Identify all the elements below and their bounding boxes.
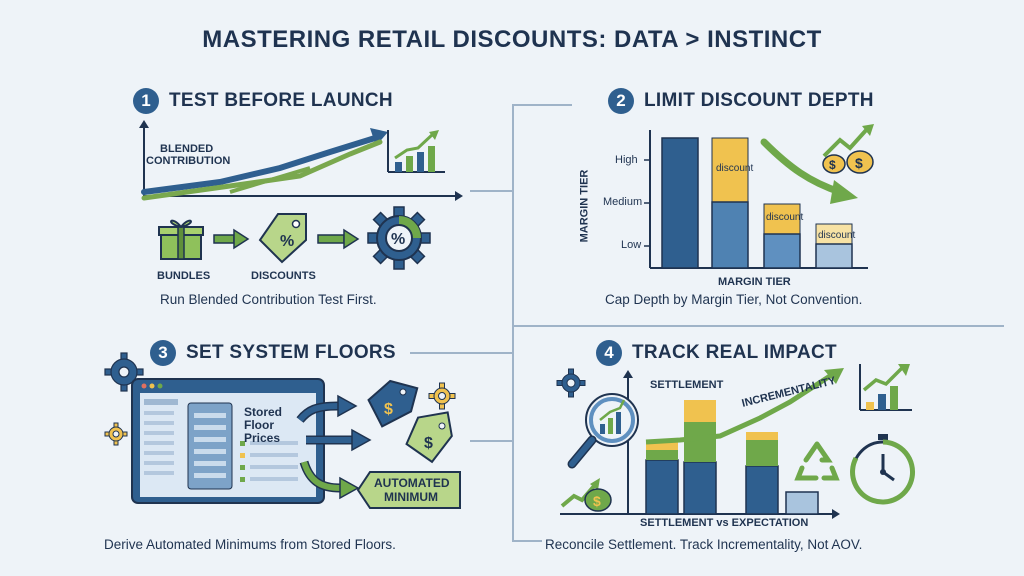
- panel-label-stored: Stored: [244, 405, 283, 419]
- section-2-header: 2 LIMIT DISCOUNT DEPTH: [608, 88, 874, 114]
- y-tick-high: High: [615, 154, 638, 166]
- price-tag-icon: $: [367, 379, 419, 428]
- panel-label-floor: Floor: [244, 418, 274, 432]
- bar-segment-label-3: discount: [818, 230, 856, 241]
- section-1-chart-label-1: BLENDED: [160, 143, 214, 155]
- section-2-number: 2: [608, 88, 634, 114]
- connector-left-top: [470, 190, 512, 192]
- magnifier-icon: [567, 393, 639, 469]
- badge-label-automated: AUTOMATED: [374, 476, 450, 490]
- bar-lowest-base: [815, 243, 853, 269]
- y-tick-low: Low: [621, 239, 642, 251]
- horizontal-divider-bottom: [512, 540, 542, 542]
- section-3-header: 3 SET SYSTEM FLOORS: [150, 340, 396, 366]
- section-4-title: TRACK REAL IMPACT: [632, 342, 837, 363]
- recycle-icon: [794, 441, 840, 481]
- section-4-x-axis-label: SETTLEMENT vs EXPECTATION: [640, 517, 809, 529]
- section-2-y-axis-label: MARGIN TIER: [578, 169, 591, 243]
- horizontal-divider-top: [512, 104, 572, 106]
- gear-icon: [556, 368, 586, 398]
- bar-medium-discount: [711, 137, 749, 203]
- money-bag-icon: $: [560, 478, 612, 512]
- bar-medium-base: [711, 201, 749, 269]
- section-1-title: TEST BEFORE LAUNCH: [169, 90, 393, 111]
- section-2-title: LIMIT DISCOUNT DEPTH: [644, 90, 874, 111]
- bar-high-full: [661, 137, 699, 269]
- section-2-caption: Cap Depth by Margin Tier, Not Convention…: [605, 292, 863, 307]
- flow-label-discounts: DISCOUNTS: [251, 270, 316, 282]
- panel-label-prices: Prices: [244, 431, 281, 445]
- section-3-title: SET SYSTEM FLOORS: [186, 342, 396, 363]
- gear-icon: [428, 382, 456, 410]
- section-1-caption: Run Blended Contribution Test First.: [160, 292, 377, 307]
- section-4-number: 4: [596, 340, 622, 366]
- flow-label-bundles: BUNDLES: [157, 270, 211, 282]
- money-bag-icon: $ $: [822, 124, 874, 174]
- mini-bar-chart-icon: [859, 364, 912, 411]
- automated-minimum-badge: [356, 471, 461, 509]
- bar-segment-label-2: discount: [766, 212, 804, 223]
- arrow-right-icon: [213, 228, 250, 250]
- price-tag-icon: $: [405, 411, 453, 464]
- svg-text:%: %: [391, 231, 405, 248]
- price-tag-icon: %: [258, 213, 307, 264]
- section-1-number: 1: [133, 88, 159, 114]
- page-title: MASTERING RETAIL DISCOUNTS: DATA > INSTI…: [202, 26, 822, 53]
- section-3-number: 3: [150, 340, 176, 366]
- stopwatch-icon: [850, 434, 915, 505]
- gift-icon: [158, 219, 204, 260]
- svg-text:$: $: [829, 158, 836, 172]
- arrow-right-icon: [317, 228, 360, 250]
- section-2-x-axis-label: MARGIN TIER: [718, 276, 791, 288]
- section-1-header: 1 TEST BEFORE LAUNCH: [133, 88, 393, 114]
- floor-flow-arrows: [296, 394, 372, 500]
- bar-segment-label-1: discount: [716, 163, 754, 174]
- horizontal-divider-middle: [514, 325, 1004, 327]
- section-4-chart: [560, 368, 844, 519]
- section-4-header: 4 TRACK REAL IMPACT: [596, 340, 837, 366]
- badge-label-minimum: MINIMUM: [384, 490, 438, 504]
- svg-text:$: $: [384, 401, 393, 418]
- svg-text:$: $: [855, 155, 863, 171]
- gear-icon: [104, 422, 128, 446]
- section-2-bar-chart: [644, 130, 868, 269]
- section-1-line-chart: [139, 120, 463, 201]
- bar-low-base: [763, 233, 801, 269]
- settlement-label: SETTLEMENT: [650, 379, 724, 391]
- y-tick-medium: Medium: [603, 196, 643, 208]
- section-3-caption: Derive Automated Minimums from Stored Fl…: [104, 537, 396, 552]
- connector-left-bottom: [410, 352, 512, 354]
- svg-text:$: $: [593, 493, 601, 509]
- gear-icon: [104, 352, 144, 392]
- section-1-chart-label-2: CONTRIBUTION: [146, 155, 231, 167]
- section-4-caption: Reconcile Settlement. Track Incrementali…: [545, 537, 863, 552]
- svg-text:$: $: [424, 435, 433, 452]
- svg-text:%: %: [280, 233, 294, 250]
- down-trend-arrow: [760, 138, 858, 204]
- connector-right-bottom: [470, 440, 512, 442]
- mini-bar-chart-icon: [387, 130, 445, 173]
- vertical-divider: [512, 105, 514, 540]
- monitor-icon: [131, 378, 325, 504]
- gear-icon: %: [367, 206, 431, 270]
